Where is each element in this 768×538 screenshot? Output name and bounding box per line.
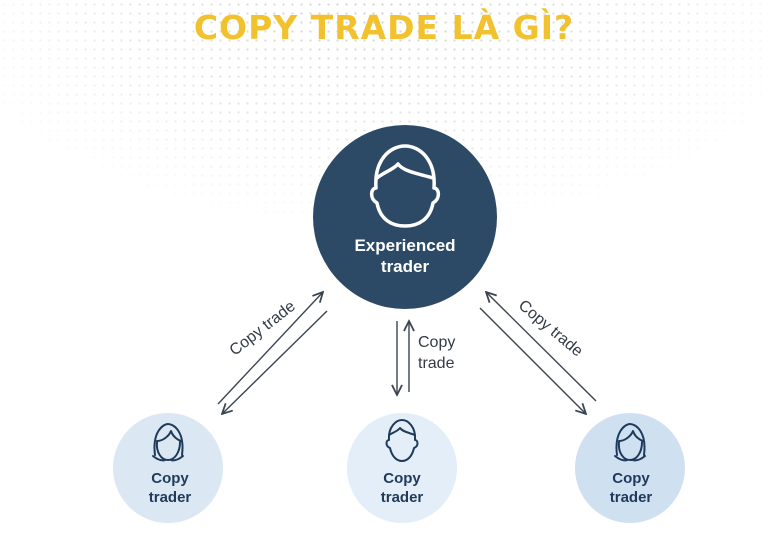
edge-label-middle-line2: trade (418, 354, 455, 372)
experienced-trader-node (313, 125, 497, 309)
experienced-trader-label-line2: trader (380, 257, 430, 277)
arrow-to-experienced-right (486, 292, 597, 402)
experienced-trader-face-icon (369, 144, 441, 228)
copy-trader-node-middle (347, 413, 457, 523)
copy-trader-label-middle: Copy trader (347, 470, 457, 508)
copy-trader-label-right: Copy trader (576, 470, 686, 508)
arrow-to-copy-left (222, 310, 328, 414)
experienced-trader-label-line1: Experienced (354, 236, 456, 255)
copy-trader-label-line1: Copy (151, 470, 189, 487)
copy-trader-label-line1: Copy (612, 470, 650, 487)
experienced-trader-label: Experienced trader (305, 235, 505, 278)
copy-trader-label-left: Copy trader (115, 470, 225, 508)
copy-trader-label-line2: trader (148, 488, 192, 506)
copy-trader-label-line2: trader (380, 488, 424, 506)
edge-label-middle: Copy trade (418, 333, 478, 375)
copy-trader-female-face-icon (152, 423, 184, 462)
copy-trader-node-right (575, 413, 685, 523)
page-title: COPY TRADE LÀ GÌ? (193, 8, 575, 47)
copy-trader-label-line2: trader (609, 488, 653, 506)
arrow-to-experienced-left (217, 292, 323, 405)
copy-trader-female-face-icon (614, 423, 646, 462)
copy-trader-node-left (113, 413, 223, 523)
copy-trader-label-line1: Copy (383, 470, 421, 487)
copy-trader-male-face-icon (385, 419, 419, 462)
edge-label-middle-line1: Copy (418, 334, 456, 351)
arrow-to-copy-right (479, 307, 586, 414)
